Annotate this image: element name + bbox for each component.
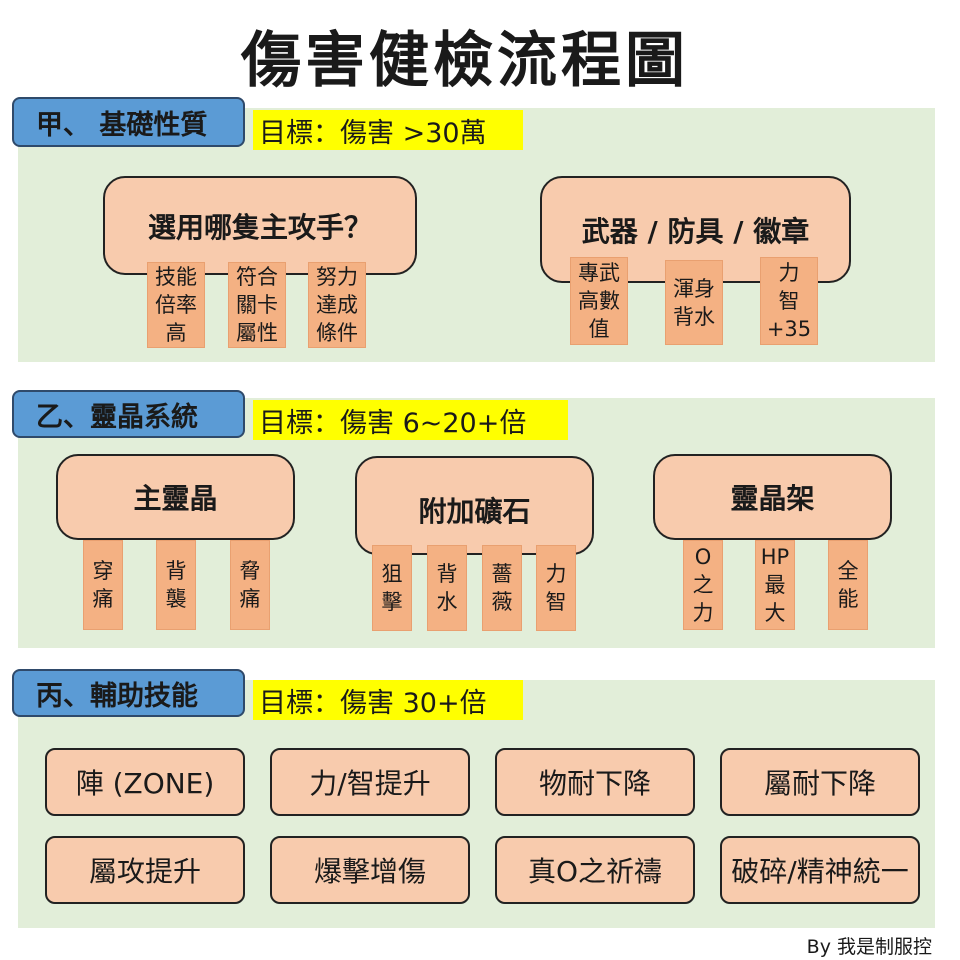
support-skill-box: 屬攻提升 (45, 836, 245, 904)
page-title: 傷害健檢流程圖 (241, 26, 689, 96)
factor-tag: 渾身 背水 (665, 260, 723, 345)
factor-tag: 全 能 (828, 540, 868, 630)
section-label: 乙、靈晶系統 (12, 390, 245, 438)
section-goal: 目標：傷害 30+倍 (253, 680, 523, 720)
category-box: 選用哪隻主攻手？ (103, 176, 417, 275)
factor-tag: 力 智 +35 (760, 257, 818, 345)
support-skill-box: 屬耐下降 (720, 748, 920, 816)
category-box: 附加礦石 (355, 456, 594, 555)
category-box: 靈晶架 (653, 454, 892, 540)
factor-tag: 狙 擊 (372, 545, 412, 631)
factor-tag: 專武 高數 值 (570, 257, 628, 345)
factor-tag: 薔 薇 (482, 545, 522, 631)
category-box: 主靈晶 (56, 454, 295, 540)
support-skill-box: 真O之祈禱 (495, 836, 695, 904)
factor-tag: HP 最 大 (755, 540, 795, 630)
section-label: 丙、輔助技能 (12, 669, 245, 717)
factor-tag: 努力 達成 條件 (308, 262, 366, 348)
support-skill-box: 破碎/精神統一 (720, 836, 920, 904)
factor-tag: 背 襲 (156, 540, 196, 630)
factor-tag: 技能 倍率 高 (147, 262, 205, 348)
factor-tag: 背 水 (427, 545, 467, 631)
factor-tag: 穿 痛 (83, 540, 123, 630)
support-skill-box: 陣 (ZONE) (45, 748, 245, 816)
section-goal: 目標：傷害 6~20+倍 (253, 400, 568, 440)
section-label: 甲、 基礎性質 (12, 97, 245, 147)
factor-tag: 脅 痛 (230, 540, 270, 630)
author-credit: By 我是制服控 (806, 936, 932, 958)
factor-tag: O 之 力 (683, 540, 723, 630)
support-skill-box: 爆擊增傷 (270, 836, 470, 904)
factor-tag: 符合 關卡 屬性 (228, 262, 286, 348)
support-skill-box: 物耐下降 (495, 748, 695, 816)
support-skill-box: 力/智提升 (270, 748, 470, 816)
section-goal: 目標：傷害 >30萬 (253, 110, 523, 150)
factor-tag: 力 智 (536, 545, 576, 631)
